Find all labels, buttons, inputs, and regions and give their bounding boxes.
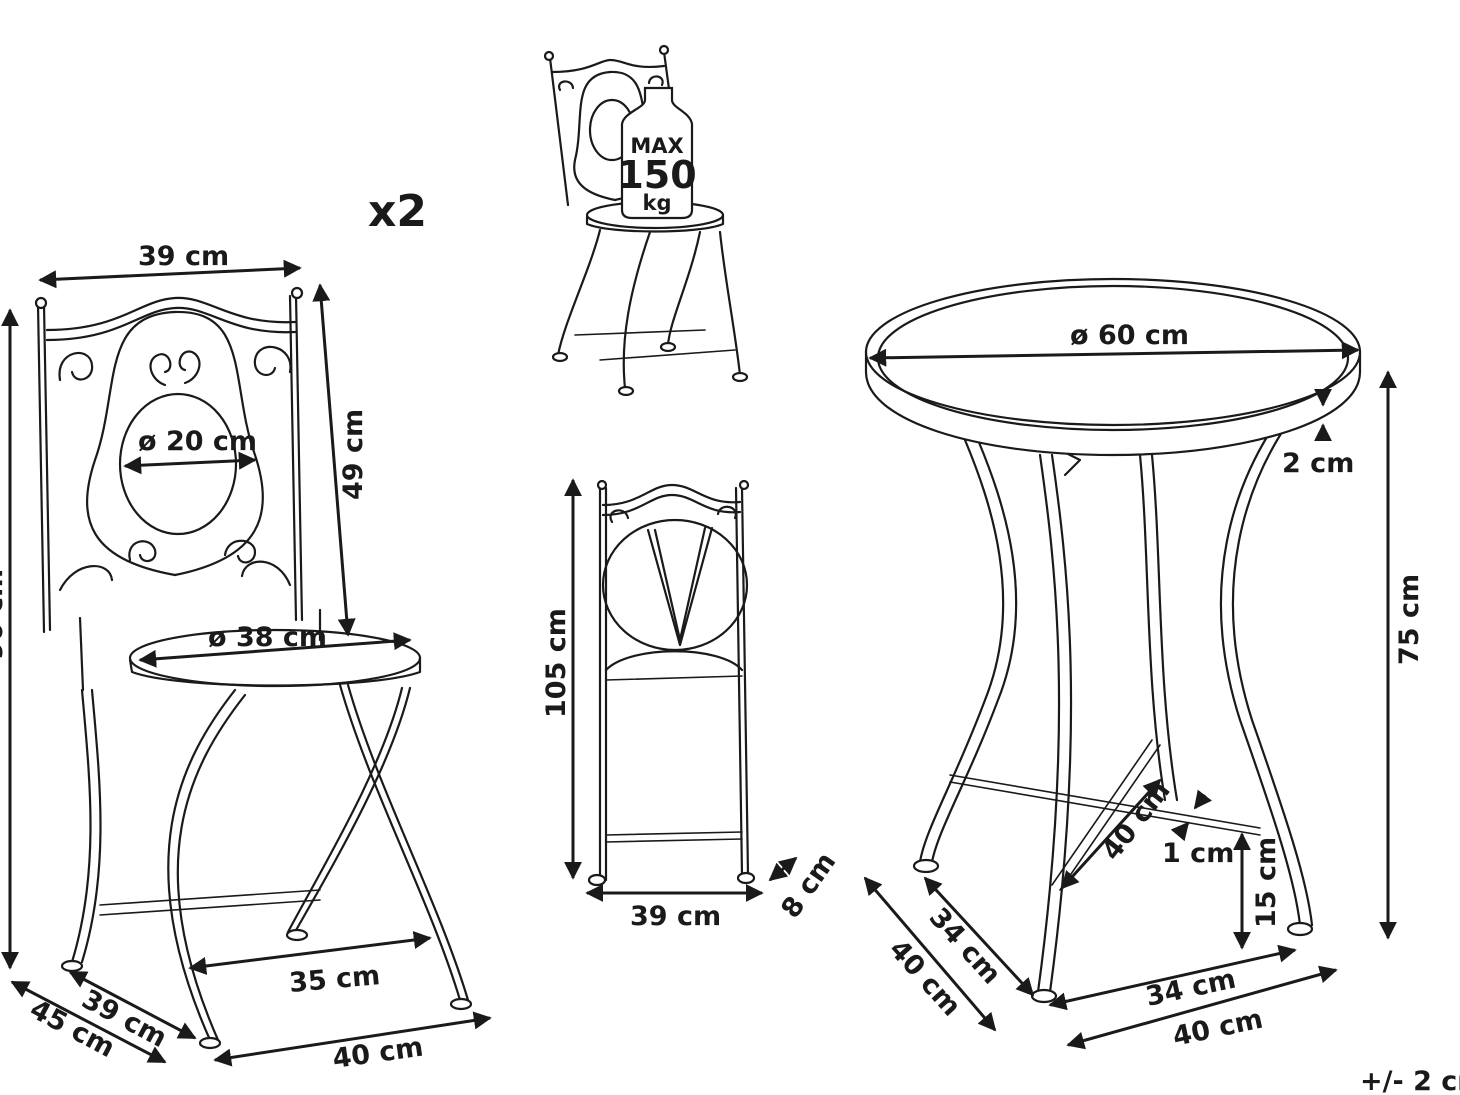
chair-width-top-label: 39 cm [138, 241, 229, 272]
table-dimension-lines [863, 341, 1397, 1050]
chair-base-width-label: 40 cm [331, 1032, 426, 1075]
folded-chair-height-label: 105 cm [541, 608, 572, 718]
table-top-thickness-label: 2 cm [1282, 448, 1354, 479]
table-inner-front-label: 34 cm [1143, 964, 1239, 1013]
weight-badge-value: 150 [617, 153, 696, 197]
table-height-label: 75 cm [1394, 574, 1425, 665]
weight-badge-unit: kg [643, 191, 672, 215]
table-top-diameter-label: ø 60 cm [1070, 320, 1189, 351]
table-rod-thickness-label: 1 cm [1162, 838, 1234, 869]
weight-badge-top: MAX [630, 134, 683, 158]
multiplier-label: x2 [368, 186, 427, 237]
chair-medallion-diameter-label: ø 20 cm [138, 426, 257, 457]
tolerance-label: +/- 2 cm [1360, 1066, 1460, 1095]
chair-seat-diameter-label: ø 38 cm [208, 622, 327, 653]
chair-base-inner-label: 35 cm [288, 960, 381, 999]
table-rod-height-label: 15 cm [1251, 837, 1282, 928]
folded-chair-width-label: 39 cm [630, 901, 721, 932]
chair-dimension-lines [1, 259, 492, 1067]
folded-chair-depth-label: 8 cm [775, 847, 842, 924]
chair-total-height-label: 90 cm [0, 569, 9, 660]
weight-badge: MAX 150 kg [617, 86, 697, 220]
chair-drawing [34, 286, 473, 1050]
folded-chair-dimension-lines [564, 478, 798, 902]
chair-back-height-label: 49 cm [338, 409, 369, 500]
folded-chair-drawing [587, 479, 756, 887]
